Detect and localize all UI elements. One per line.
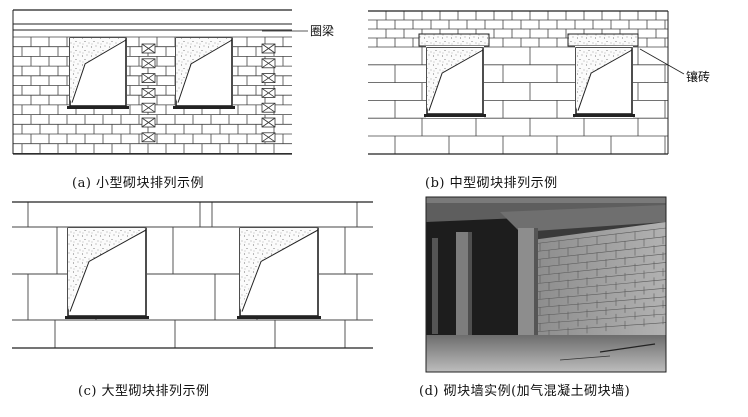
window-diagonal-line — [177, 39, 233, 103]
window-speckle-infill — [68, 228, 146, 310]
photo-bed-joint — [531, 227, 667, 245]
window-speckle-infill — [240, 228, 318, 310]
panel-d-photo — [425, 196, 667, 373]
panel-a-window-1 — [67, 37, 129, 109]
panel-a-ring-beam — [13, 23, 292, 31]
cross-bond-diag — [261, 73, 276, 83]
photo-bed-joint — [531, 305, 667, 317]
window-sill — [424, 114, 486, 117]
cross-bond-diag — [141, 102, 156, 113]
window-diagonal-line — [241, 229, 319, 312]
cross-bond-diag — [261, 102, 276, 113]
window-sill — [237, 316, 321, 319]
window-speckle-infill — [427, 48, 483, 110]
window-sill — [67, 106, 129, 109]
window-diagonal-line — [428, 49, 484, 111]
panel-b-callout-leader — [639, 48, 685, 75]
panel-c-window-openings — [65, 227, 321, 319]
cross-bond-diag — [141, 73, 156, 83]
panel-a-caption: (a) 小型砌块排列示例 — [72, 176, 205, 191]
panel-b-inlaid-brick-lintel — [567, 33, 639, 47]
window-sill — [65, 316, 149, 319]
window-diagonal-line — [69, 229, 147, 312]
photo-bed-joint — [531, 253, 667, 269]
cross-bond-diag — [261, 58, 276, 69]
panel-c-frame — [12, 201, 373, 349]
panel-a-window-2 — [173, 37, 235, 109]
panel-c-large-block-wall — [12, 201, 373, 349]
panel-a-callout-label: 圈梁 — [310, 24, 335, 38]
cross-bond-diag — [261, 117, 276, 128]
panel-b-callout-label: 镶砖 — [686, 70, 711, 84]
panel-c-caption: (c) 大型砌块排列示例 — [78, 384, 210, 399]
cross-bond-diag — [141, 132, 156, 143]
cross-bond-diag — [261, 43, 276, 54]
panel-d-block-wall-joints — [531, 227, 667, 338]
cross-bond-diag — [141, 117, 156, 128]
panel-a-window-openings — [67, 37, 235, 109]
photo-bed-joint — [531, 287, 667, 301]
panel-b-frame — [368, 10, 669, 155]
panel-c-window-1 — [65, 227, 149, 319]
cross-bond-diag — [261, 88, 276, 98]
window-sill — [573, 114, 635, 117]
panel-b-medium-block-wall — [368, 10, 685, 155]
photo-bed-joint — [531, 236, 667, 253]
window-sill — [173, 106, 235, 109]
panel-d-caption: (d) 砌块墙实例(加气混凝土砌块墙) — [419, 384, 631, 399]
panel-b-window-1 — [424, 47, 486, 117]
cross-bond-diag — [141, 43, 156, 54]
window-speckle-infill — [576, 48, 632, 110]
panel-b-window-openings — [418, 33, 639, 118]
panel-a-small-block-wall — [12, 9, 308, 155]
window-speckle-infill — [176, 38, 232, 102]
photo-bed-joint — [531, 279, 667, 293]
panel-b-caption: (b) 中型砌块排列示例 — [425, 176, 558, 191]
panel-b-inlaid-brick-lintel — [418, 33, 490, 47]
photo-bed-joint — [531, 313, 667, 325]
panel-b-window-2 — [573, 47, 635, 117]
window-speckle-infill — [70, 38, 126, 102]
panel-a-frame — [12, 9, 292, 155]
photo-bed-joint — [531, 322, 667, 333]
cross-bond-diag — [141, 88, 156, 98]
cross-bond-diag — [261, 132, 276, 143]
panel-c-window-2 — [237, 227, 321, 319]
photo-bed-joint — [531, 262, 667, 277]
window-diagonal-line — [577, 49, 633, 111]
window-diagonal-line — [71, 39, 127, 103]
panel-a-cross-bond-blocks — [141, 43, 276, 143]
photo-bed-joint — [531, 244, 667, 261]
photo-bed-joint — [531, 270, 667, 285]
cross-bond-diag — [141, 58, 156, 69]
photo-bed-joint — [531, 296, 667, 309]
